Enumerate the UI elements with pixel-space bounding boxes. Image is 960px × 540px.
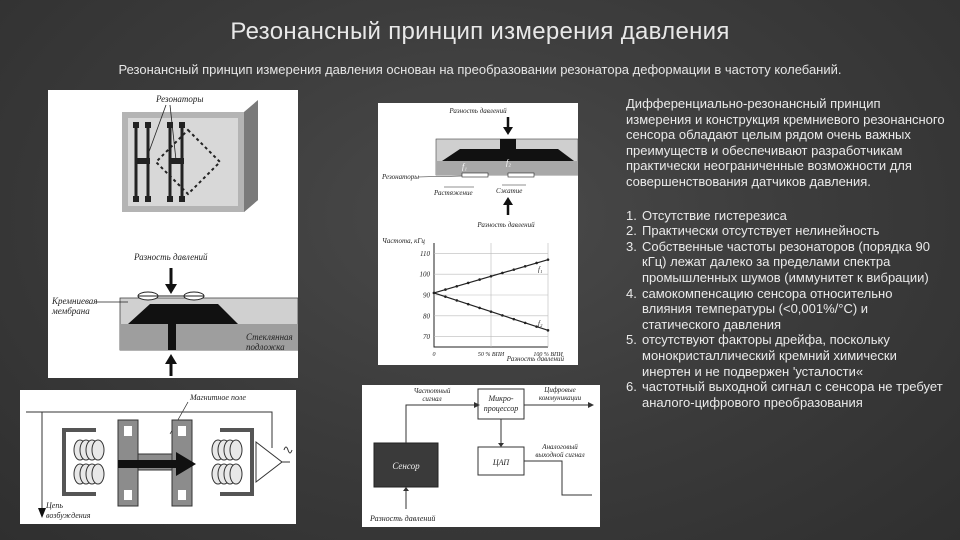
chart-series: f₁ f₂ xyxy=(432,258,550,332)
chip-side xyxy=(244,100,258,212)
series-point xyxy=(478,278,481,281)
analog-label-2: выходной сигнал xyxy=(535,451,584,459)
cavity-black xyxy=(128,304,238,324)
freq-signal-label-1: Частотный xyxy=(414,387,451,395)
mcu-label-1: Микро- xyxy=(487,394,513,403)
fig2-arrow-up-icon xyxy=(503,197,513,205)
y-tick-label: 100 xyxy=(420,271,431,279)
x-tick-label: 100 % ВПИ xyxy=(533,352,563,358)
slide-title: Резонансный принцип измерения давления xyxy=(230,18,730,45)
figure-block-diagram: Микро- процессор ЦАП Сенсор Частотный си… xyxy=(362,385,600,527)
analog-label-1: Аналоговый xyxy=(541,443,578,451)
stretch-label: Растяжение xyxy=(433,189,473,197)
y-tick-label: 110 xyxy=(420,250,430,258)
sine-wave-icon xyxy=(283,446,293,454)
dac-label: ЦАП xyxy=(492,458,510,467)
sensor-label: Сенсор xyxy=(392,461,420,471)
slide-subtitle: Резонансный принцип измерения давления о… xyxy=(118,62,842,77)
fig2-resonators-label: Резонаторы xyxy=(381,173,419,181)
pressure-input-label: Разность давлений xyxy=(369,514,435,523)
compress-label: Сжатие xyxy=(496,187,522,195)
fig2-f1-label: f₁ xyxy=(462,162,467,171)
freq-signal-label-2: сигнал xyxy=(422,395,441,403)
chart-axes xyxy=(433,243,548,348)
right-coil xyxy=(211,439,243,485)
series-point xyxy=(523,321,527,325)
series-point xyxy=(478,306,481,310)
fig2-arrow-down-icon xyxy=(503,127,513,135)
series-point xyxy=(466,302,470,306)
advantages-text: Дифференциально-резонансный принцип изме… xyxy=(626,96,946,410)
series-point xyxy=(523,264,527,268)
amplifier-icon xyxy=(255,440,283,484)
x-tick-label: 50 % ВПИ xyxy=(478,352,505,358)
fig2-bottom-label: Разность давлений xyxy=(476,221,535,229)
circuit-label-2: возбуждения xyxy=(46,511,91,520)
resonators-label: Резонаторы xyxy=(155,94,204,104)
x-tick-label: 0 xyxy=(433,352,436,358)
chart-x-ticks: 0 50 % ВПИ 100 % ВПИ xyxy=(433,352,564,358)
chart-grid xyxy=(433,243,549,348)
series-point xyxy=(546,258,550,261)
series-point xyxy=(455,299,459,302)
glass-label-2: подложка xyxy=(246,342,285,352)
fig2-top-label: Разность давлений xyxy=(448,107,507,115)
series-point xyxy=(535,325,538,328)
mcu-label-2: процессор xyxy=(484,404,519,413)
advantages-list: 1.Отсутствие гистерезиса 2.Практически о… xyxy=(626,208,946,411)
arrow-up-icon xyxy=(165,354,177,364)
fig2-f2-label: f₂ xyxy=(506,158,511,167)
dac-block xyxy=(477,446,525,476)
force-arrow-icon xyxy=(176,452,196,476)
series-point xyxy=(432,291,436,295)
series-point xyxy=(501,271,504,275)
list-item: 2.Практически отсутствует нелинейность xyxy=(626,223,880,239)
mcu-block xyxy=(477,388,525,420)
y-tick-label: 80 xyxy=(423,312,431,320)
pressure-label-top: Разность давлений xyxy=(133,252,208,262)
intro-paragraph: Дифференциально-резонансный принцип изме… xyxy=(626,96,945,189)
figure-membrane-and-chart: Разность давлений f₁ f₂ Резонаторы Растя… xyxy=(378,103,578,365)
list-item: 1.Отсутствие гистерезиса xyxy=(626,207,787,223)
series-label: f₁ xyxy=(538,266,542,274)
list-item: 6.частотный выходной сигнал с сенсора не… xyxy=(626,379,943,410)
glass-label-1: Стеклянная xyxy=(246,332,293,342)
list-item: 3.Собственные частоты резонаторов (поряд… xyxy=(626,238,931,285)
chart-y-ticks: 110 100 90 80 70 xyxy=(420,250,431,341)
left-coil xyxy=(73,439,105,485)
series-point xyxy=(455,284,459,288)
series-point xyxy=(489,310,493,313)
chart-ylabel: Частота, кГц xyxy=(382,237,425,245)
y-tick-label: 70 xyxy=(423,333,431,341)
series-label: f₂ xyxy=(538,319,543,327)
arrow-down-icon xyxy=(165,284,177,294)
series-point xyxy=(546,329,550,332)
series-point xyxy=(489,274,493,278)
figure-resonator-chip: Резонаторы Разность давлений Кремниевая … xyxy=(48,90,298,378)
y-tick-label: 90 xyxy=(423,292,431,300)
figure-excitation-circuit: Магнитное поле xyxy=(20,390,296,524)
series-point xyxy=(512,268,516,271)
list-item: 4.самокомпенсацию сенсора относительно в… xyxy=(626,285,893,332)
circuit-label-1: Цепь xyxy=(45,501,63,510)
chart-xlabel: Разность давлений xyxy=(506,355,565,363)
series-point xyxy=(501,314,504,317)
series-point xyxy=(535,261,538,265)
series-point xyxy=(444,288,447,291)
digital-label-2: коммуникации xyxy=(539,394,582,402)
circuit-arrow-icon xyxy=(38,508,46,518)
pressure-port xyxy=(168,324,176,350)
series-point xyxy=(444,295,447,298)
membrane-label-1: Кремниевая xyxy=(51,296,97,306)
membrane-label-2: мембрана xyxy=(51,306,90,316)
membrane-outline xyxy=(154,128,222,196)
list-item: 5.отсутствуют факторы дрейфа, поскольку … xyxy=(626,332,897,379)
glass-substrate xyxy=(120,324,298,350)
series-point xyxy=(466,281,470,285)
series-point xyxy=(512,317,516,321)
digital-label-1: Цифровые xyxy=(543,386,575,394)
magnetic-field-label: Магнитное поле xyxy=(189,393,246,402)
